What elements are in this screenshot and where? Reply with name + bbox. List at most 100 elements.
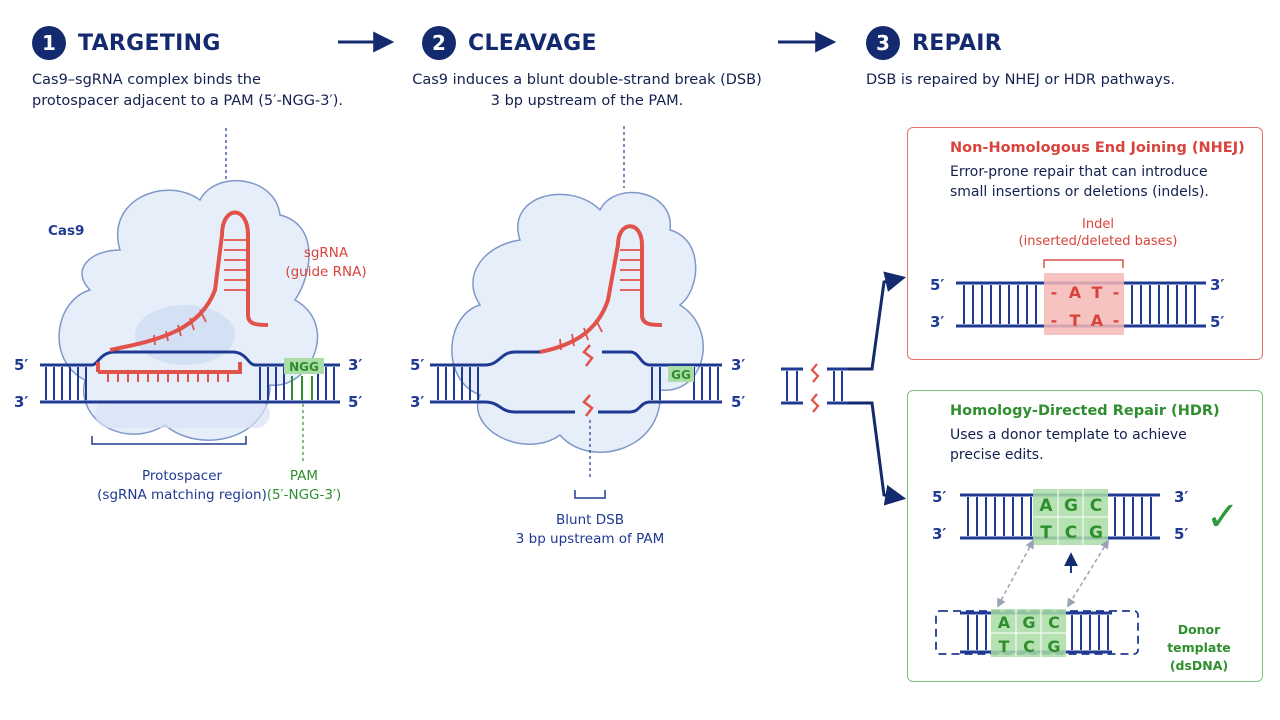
- p2-bottom-5prime: 5′: [731, 393, 746, 411]
- donor-bottom-base-2: C: [1023, 637, 1035, 656]
- hdr-description: Uses a donor template to achieve precise…: [950, 425, 1187, 465]
- cas9-label: Cas9: [48, 223, 85, 239]
- step-1-description: Cas9–sgRNA complex binds the protospacer…: [32, 70, 343, 112]
- p2-bottom-3prime: 3′: [410, 393, 425, 411]
- cleavage-bottom-left-strand: [430, 400, 575, 414]
- hdr-bottom-3prime: 3′: [932, 525, 946, 543]
- nhej-dna-diagram: - A T - - T A - 5′ 3′ 3′ 5′: [930, 259, 1224, 335]
- nhej-desc-line1: Error-prone repair that can introduce: [950, 164, 1208, 180]
- nhej-top-base-2: A: [1069, 283, 1082, 302]
- cleavage-rungs-left: [437, 367, 479, 400]
- p1-top-3prime: 3′: [348, 356, 363, 374]
- hdr-top-5prime: 5′: [932, 488, 946, 506]
- protospacer-label-line2: (sgRNA matching region): [97, 487, 267, 503]
- hdr-bottom-base-3: G: [1089, 523, 1103, 543]
- step-1-desc-line1: Cas9–sgRNA complex binds the: [32, 72, 261, 88]
- step-3-number: 3: [866, 26, 900, 60]
- nhej-top-base-4: -: [1113, 283, 1120, 302]
- sgrna-label-line2: (guide RNA): [285, 264, 367, 280]
- step-3-description: DSB is repaired by NHEJ or HDR pathways.: [866, 70, 1175, 91]
- cleavage-top-right-strand: [602, 350, 722, 367]
- step-2-header: 2 CLEAVAGE: [422, 26, 597, 60]
- step-2-desc-line1: Cas9 induces a blunt double-strand break…: [412, 72, 762, 88]
- cas9-inner-lobe: [135, 305, 235, 365]
- pam-label-line2: (5′-NGG-3′): [266, 487, 342, 503]
- indel-region: [1044, 273, 1124, 335]
- hdr-desc-line2: precise edits.: [950, 447, 1044, 463]
- cleavage-top-left-strand: [484, 350, 540, 367]
- sgrna-label: sgRNA (guide RNA): [284, 244, 368, 282]
- hdr-desc-line1: Uses a donor template to achieve: [950, 427, 1187, 443]
- sgrna-scaffold: [109, 210, 269, 352]
- step-1-desc-line2: protospacer adjacent to a PAM (5′-NGG-3′…: [32, 93, 344, 109]
- nhej-desc-line2: small insertions or deletions (indels).: [950, 184, 1209, 200]
- nhej-top-base-1: -: [1051, 283, 1058, 302]
- protospacer-label: Protospacer (sgRNA matching region): [72, 467, 292, 505]
- hdr-top-base-3: C: [1090, 496, 1102, 516]
- nhej-bottom-3prime: 3′: [930, 313, 944, 331]
- nhej-top-5prime: 5′: [930, 276, 944, 294]
- dsb-label-line2: 3 bp upstream of PAM: [515, 531, 665, 547]
- nhej-bottom-5prime: 5′: [1210, 313, 1224, 331]
- step-3-title: REPAIR: [912, 30, 1003, 56]
- p1-bottom-3prime: 3′: [14, 393, 29, 411]
- p2-top-5prime: 5′: [410, 356, 425, 374]
- p2-top-3prime: 3′: [731, 356, 746, 374]
- pam-rungs: [291, 376, 313, 400]
- cleavage-pam-box: [668, 366, 694, 382]
- nhej-bottom-base-2: T: [1070, 311, 1081, 330]
- donor-top-base-2: G: [1022, 613, 1035, 632]
- step-3-desc-line1: DSB is repaired by NHEJ or HDR pathways.: [866, 72, 1176, 88]
- break-top-zigzag: [582, 344, 594, 367]
- nhej-bottom-base-1: -: [1051, 311, 1058, 330]
- donor-top-base-3: C: [1048, 613, 1060, 632]
- cleavage-sgrna: [539, 224, 663, 354]
- sgrna-spacer: [96, 362, 242, 374]
- pam-label-line1: PAM: [289, 468, 319, 484]
- step-2-title: CLEAVAGE: [468, 30, 597, 56]
- nhej-bottom-base-3: A: [1091, 311, 1104, 330]
- step-1-header: 1 TARGETING: [32, 26, 221, 60]
- indel-label-line2: (inserted/deleted bases): [1018, 234, 1178, 249]
- broken-dna-fragment: [781, 367, 848, 405]
- homology-arrow-right: [1067, 539, 1109, 608]
- cleavage-sgrna-rungs: [559, 249, 640, 351]
- arrow-to-hdr: [848, 401, 907, 506]
- p1-bottom-5prime: 5′: [348, 393, 363, 411]
- sgrna-pairing-rungs: [107, 372, 229, 382]
- step-2-desc-line2: 3 bp upstream of the PAM.: [490, 93, 684, 109]
- cas9-lower-lobe: [95, 400, 270, 428]
- donor-rungs: [967, 615, 1109, 650]
- hdr-bottom-base-1: T: [1040, 523, 1052, 543]
- donor-bottom-base-1: T: [999, 637, 1010, 656]
- homology-arrow-left: [997, 539, 1034, 608]
- hdr-rungs: [967, 497, 1152, 536]
- protospacer-label-line1: Protospacer: [141, 468, 223, 484]
- nhej-title: Non-Homologous End Joining (NHEJ): [950, 140, 1245, 156]
- donor-label-line1: Donor template: [1167, 622, 1231, 655]
- donor-bottom-base-3: G: [1047, 637, 1060, 656]
- nhej-top-base-3: T: [1092, 283, 1103, 302]
- pam-sequence: NGG: [289, 360, 319, 374]
- nhej-top-3prime: 3′: [1210, 276, 1224, 294]
- sgrna-hairpin-rungs: [153, 239, 246, 346]
- hdr-bottom-5prime: 5′: [1174, 525, 1188, 543]
- dsb-bracket: [574, 490, 606, 499]
- hdr-top-3prime: 3′: [1174, 488, 1188, 506]
- step-3-header: 3 REPAIR: [866, 26, 1002, 60]
- step-2-number: 2: [422, 26, 456, 60]
- dsb-label: Blunt DSB 3 bp upstream of PAM: [480, 511, 700, 549]
- cleavage-pam-sequence: GG: [671, 368, 691, 382]
- indel-bracket: [1043, 259, 1124, 268]
- cleavage-bottom-right-strand: [598, 400, 722, 414]
- arrow-to-nhej: [848, 271, 907, 371]
- dsb-label-line1: Blunt DSB: [556, 512, 624, 528]
- step-1-title: TARGETING: [78, 30, 221, 56]
- nhej-bottom-base-4: -: [1113, 311, 1120, 330]
- nhej-rungs: [963, 285, 1196, 324]
- pam-box: [284, 358, 324, 374]
- hdr-dna-diagram: A G C T C G 5′ 3′ 3′ 5′ A G: [932, 488, 1188, 657]
- step-1-number: 1: [32, 26, 66, 60]
- step-2-description: Cas9 induces a blunt double-strand break…: [412, 70, 762, 112]
